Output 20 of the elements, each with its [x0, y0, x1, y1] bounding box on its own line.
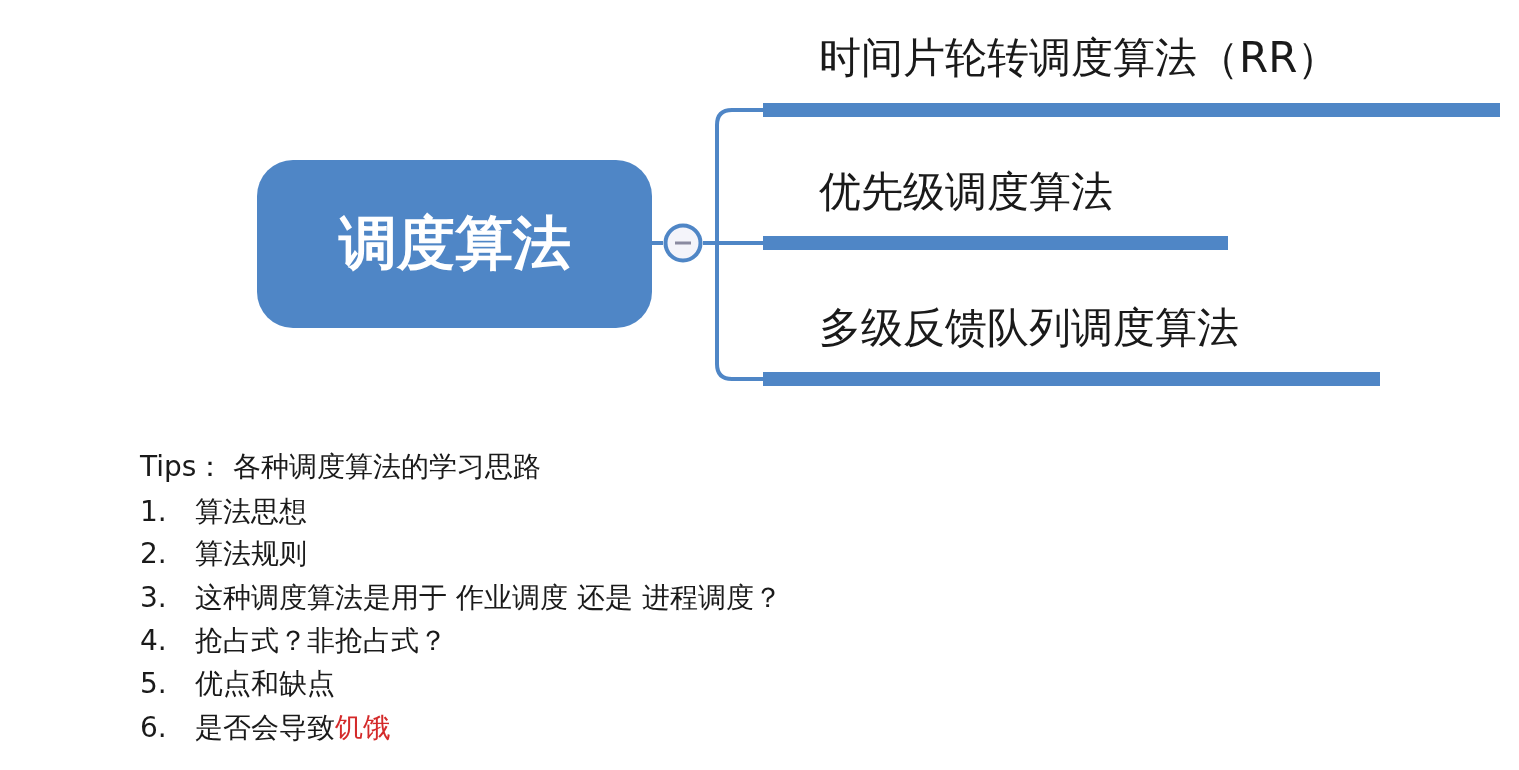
list-item: 算法思想 — [195, 495, 307, 528]
list-item: 算法规则 — [195, 537, 307, 570]
list-item: 是否会导致 — [195, 711, 335, 744]
highlighted-text: 饥饿 — [335, 711, 391, 744]
central-topic-box: 调度算法 — [257, 160, 652, 328]
connector-line — [652, 241, 663, 245]
list-number: 4. — [140, 624, 168, 658]
list-number: 5. — [140, 667, 168, 701]
list-number: 6. — [140, 711, 168, 745]
branch-topic: 优先级调度算法 — [763, 164, 1228, 250]
list-number: 3. — [140, 581, 168, 615]
list-number: 2. — [140, 537, 168, 571]
list-item: 这种调度算法是用于 作业调度 还是 进程调度？ — [195, 581, 782, 614]
list-number: 1. — [140, 495, 168, 529]
list-item: 优点和缺点 — [195, 667, 335, 700]
tips-heading: Tips： 各种调度算法的学习思路 — [140, 450, 542, 483]
list-item: 抢占式？非抢占式？ — [195, 624, 447, 657]
branch-topic: 时间片轮转调度算法（RR） — [763, 30, 1500, 117]
collapse-circle — [663, 223, 703, 263]
branch-topic: 多级反馈队列调度算法 — [763, 300, 1380, 386]
